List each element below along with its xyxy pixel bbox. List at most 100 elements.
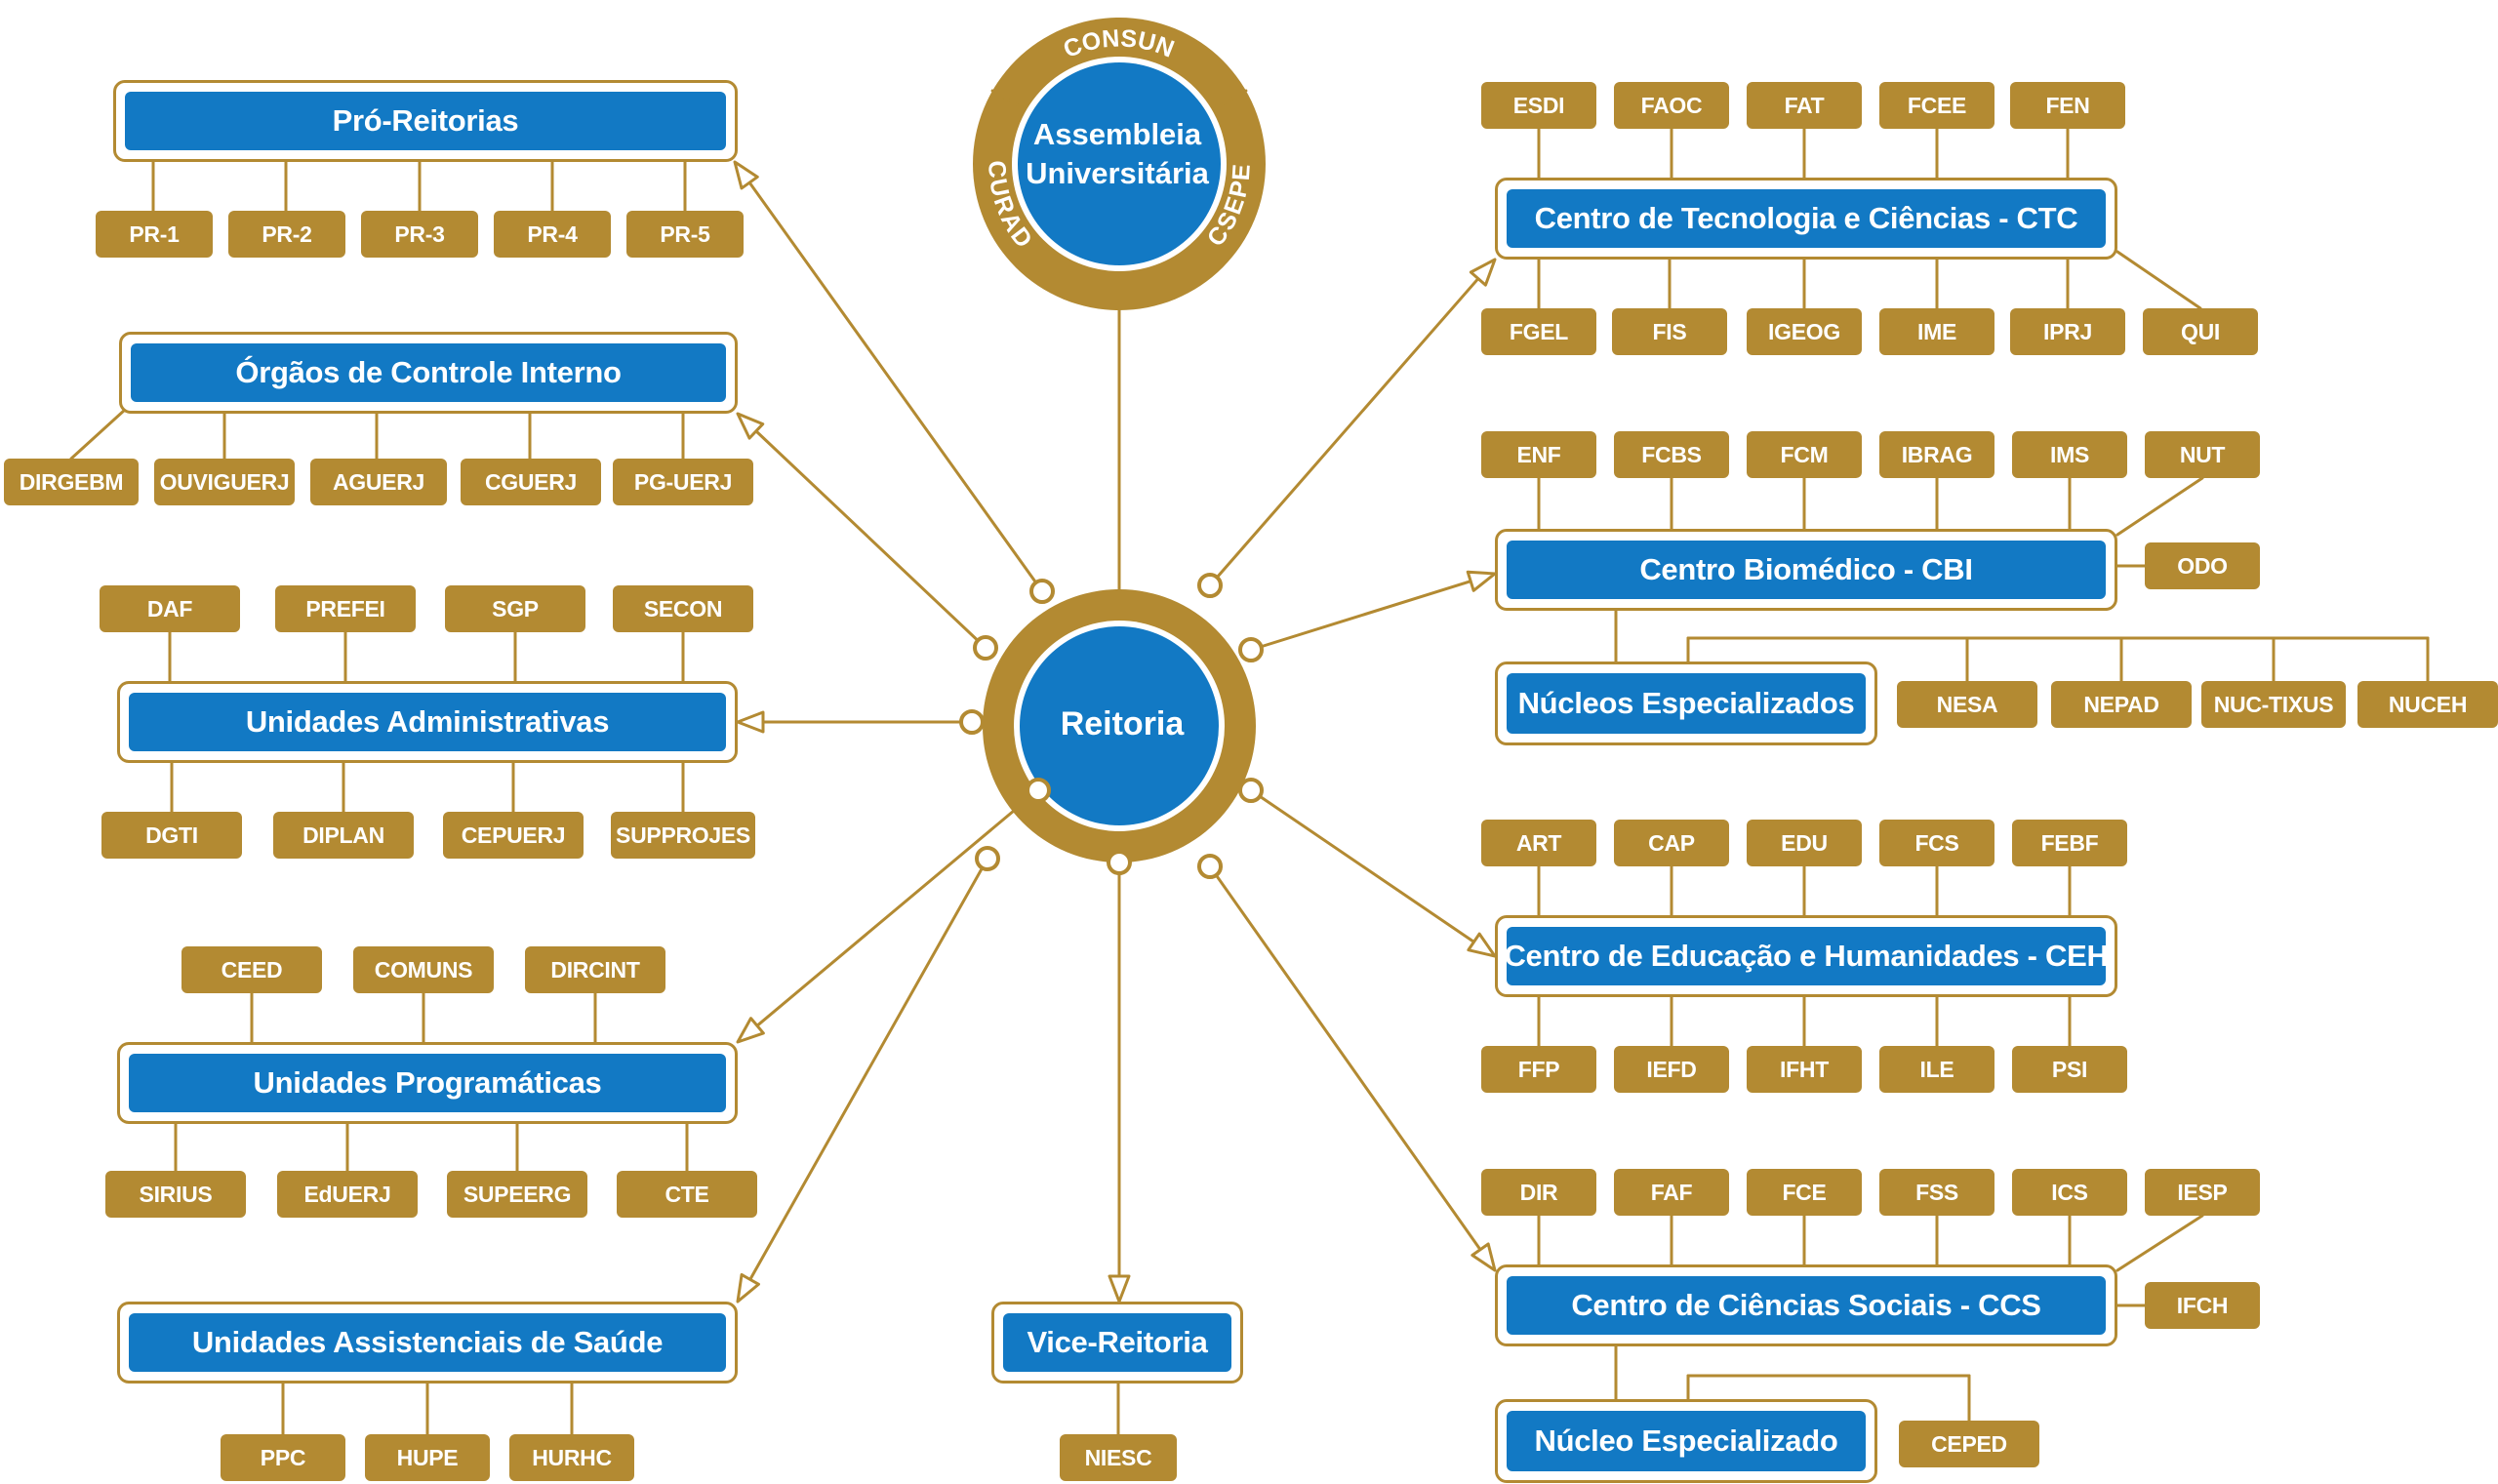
unit-tag[interactable]: IESP — [2145, 1169, 2260, 1216]
unit-tag[interactable]: PR-5 — [626, 211, 744, 258]
unit-tag[interactable]: NESA — [1897, 681, 2037, 728]
group-unidades-programaticas[interactable]: Unidades Programáticas — [117, 1042, 738, 1124]
unit-tag[interactable]: FSS — [1879, 1169, 1994, 1216]
unit-tag[interactable]: PR-1 — [96, 211, 213, 258]
unit-tag[interactable]: QUI — [2143, 308, 2258, 355]
group-ctc[interactable]: Centro de Tecnologia e Ciências - CTC — [1495, 178, 2117, 260]
connector — [2115, 250, 2202, 310]
unit-tag[interactable]: DIRCINT — [525, 946, 665, 993]
unit-tag[interactable]: NEPAD — [2051, 681, 2192, 728]
unit-tag[interactable]: NUT — [2145, 431, 2260, 478]
unit-tag[interactable]: PR-4 — [494, 211, 611, 258]
unit-tag[interactable]: FEBF — [2012, 820, 2127, 866]
unit-tag[interactable]: SUPEERG — [447, 1171, 587, 1218]
unit-tag[interactable]: FCM — [1747, 431, 1862, 478]
unit-tag[interactable]: IGEOG — [1747, 308, 1862, 355]
unit-tag[interactable]: PR-3 — [361, 211, 478, 258]
unit-tag[interactable]: IME — [1879, 308, 1994, 355]
unit-tag[interactable]: FAT — [1747, 82, 1862, 129]
unit-tag[interactable]: DIPLAN — [273, 812, 414, 859]
group-cbi[interactable]: Centro Biomédico - CBI — [1495, 529, 2117, 611]
unit-tag[interactable]: NUC-TIXUS — [2201, 681, 2346, 728]
unit-tag[interactable]: FFP — [1481, 1046, 1596, 1093]
unit-tag[interactable]: IEFD — [1614, 1046, 1729, 1093]
unit-tag[interactable]: IPRJ — [2010, 308, 2125, 355]
group-orgaos-controle[interactable]: Órgãos de Controle Interno — [119, 332, 738, 414]
arrow-connector — [1249, 788, 1475, 943]
unit-tag[interactable]: FCE — [1747, 1169, 1862, 1216]
unit-tag[interactable]: IBRAG — [1879, 431, 1994, 478]
group-unidades-saude[interactable]: Unidades Assistenciais de Saúde — [117, 1302, 738, 1384]
connector — [69, 408, 127, 461]
unit-tag[interactable]: CEED — [181, 946, 322, 993]
group-label: Unidades Assistenciais de Saúde — [129, 1313, 726, 1372]
unit-tag[interactable]: IFHT — [1747, 1046, 1862, 1093]
unit-tag[interactable]: SECON — [613, 585, 753, 632]
group-pro-reitorias[interactable]: Pró-Reitorias — [113, 80, 738, 162]
unit-tag[interactable]: FAF — [1614, 1169, 1729, 1216]
group-unidades-administrativas[interactable]: Unidades Administrativas — [117, 681, 738, 763]
unit-tag[interactable]: SUPPROJES — [611, 812, 755, 859]
councils-divider — [1205, 89, 1248, 115]
unit-tag[interactable]: AGUERJ — [310, 459, 447, 505]
unit-tag[interactable]: EDU — [1747, 820, 1862, 866]
unit-tag[interactable]: FCBS — [1614, 431, 1729, 478]
unit-tag[interactable]: CTE — [617, 1171, 757, 1218]
unit-tag[interactable]: HUPE — [365, 1434, 490, 1481]
unit-tag[interactable]: PREFEI — [275, 585, 416, 632]
unit-tag[interactable]: ODO — [2145, 542, 2260, 589]
group-label: Unidades Programáticas — [129, 1054, 726, 1112]
hub-node — [1238, 778, 1264, 803]
arrow-connector — [1249, 580, 1472, 652]
unit-tag[interactable]: IMS — [2012, 431, 2127, 478]
councils-core — [1018, 62, 1221, 265]
group-ceh[interactable]: Centro de Educação e Humanidades - CEH — [1495, 915, 2117, 997]
unit-tag[interactable]: ESDI — [1481, 82, 1596, 129]
unit-tag[interactable]: ICS — [2012, 1169, 2127, 1216]
unit-tag[interactable]: ART — [1481, 820, 1596, 866]
group-nucleos-especializados[interactable]: Núcleos Especializados — [1495, 662, 1877, 745]
group-vice-reitoria[interactable]: Vice-Reitoria — [991, 1302, 1243, 1384]
unit-tag[interactable]: COMUNS — [353, 946, 494, 993]
unit-tag[interactable]: SGP — [445, 585, 585, 632]
arrow-connector — [1208, 864, 1482, 1252]
unit-tag[interactable]: DIRGEBM — [4, 459, 139, 505]
unit-tag[interactable]: PSI — [2012, 1046, 2127, 1093]
connector — [2115, 476, 2204, 537]
group-label: Centro de Educação e Humanidades - CEH — [1504, 927, 2109, 985]
arrow-head — [1467, 932, 1497, 958]
hub-node — [1197, 854, 1223, 879]
unit-tag[interactable]: EdUERJ — [277, 1171, 418, 1218]
unit-tag[interactable]: PG-UERJ — [613, 459, 753, 505]
unit-tag[interactable]: DAF — [100, 585, 240, 632]
unit-tag[interactable]: CEPUERJ — [443, 812, 584, 859]
unit-tag[interactable]: IFCH — [2145, 1282, 2260, 1329]
unit-tag[interactable]: OUVIGUERJ — [154, 459, 295, 505]
unit-tag[interactable]: HURHC — [509, 1434, 634, 1481]
hub-node — [1238, 637, 1264, 662]
unit-tag[interactable]: CEPED — [1899, 1421, 2039, 1467]
unit-tag[interactable]: DIR — [1481, 1169, 1596, 1216]
unit-tag[interactable]: FAOC — [1614, 82, 1729, 129]
unit-tag[interactable]: CAP — [1614, 820, 1729, 866]
unit-tag[interactable]: DGTI — [101, 812, 242, 859]
unit-tag[interactable]: ENF — [1481, 431, 1596, 478]
group-ccs[interactable]: Centro de Ciências Sociais - CCS — [1495, 1264, 2117, 1346]
unit-tag[interactable]: SIRIUS — [105, 1171, 246, 1218]
unit-tag[interactable]: PR-2 — [228, 211, 345, 258]
unit-tag[interactable]: ILE — [1879, 1046, 1994, 1093]
unit-tag[interactable]: NIESC — [1060, 1434, 1177, 1481]
unit-tag[interactable]: FGEL — [1481, 308, 1596, 355]
unit-tag[interactable]: FCS — [1879, 820, 1994, 866]
connector — [2115, 1214, 2204, 1272]
hub-node — [1197, 573, 1223, 598]
unit-tag[interactable]: CGUERJ — [461, 459, 601, 505]
arrow-head — [1469, 258, 1497, 287]
group-nucleo-especializado[interactable]: Núcleo Especializado — [1495, 1399, 1877, 1483]
unit-tag[interactable]: FIS — [1612, 308, 1727, 355]
unit-tag[interactable]: FCEE — [1879, 82, 1994, 129]
unit-tag[interactable]: PPC — [221, 1434, 345, 1481]
unit-tag[interactable]: NUCEH — [2357, 681, 2498, 728]
hub-label: Reitoria — [1060, 705, 1185, 742]
unit-tag[interactable]: FEN — [2010, 82, 2125, 129]
